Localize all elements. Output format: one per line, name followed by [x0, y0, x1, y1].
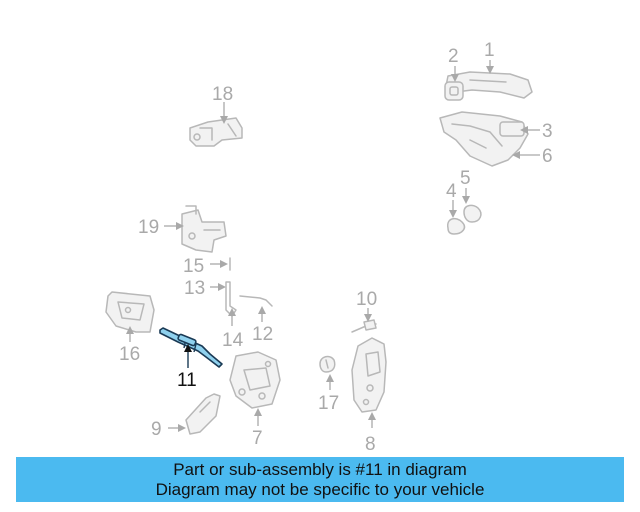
part-8-reinforcement: 8	[351, 337, 387, 455]
label-15: 15	[183, 256, 204, 277]
part-15-clip: 15	[183, 256, 231, 277]
label-3: 3	[542, 121, 553, 142]
label-2: 2	[448, 46, 459, 67]
label-14: 14	[222, 330, 244, 351]
part-7-latch: 7	[229, 351, 281, 449]
label-17: 17	[318, 393, 339, 414]
label-9: 9	[151, 419, 162, 440]
info-banner: Part or sub-assembly is #11 in diagram D…	[16, 457, 624, 502]
label-5: 5	[460, 168, 471, 189]
label-11: 11	[177, 370, 197, 391]
part-13-bellcrank: 13	[184, 278, 237, 317]
label-12: 12	[252, 324, 273, 345]
part-3-6-handle-housing: 3 6	[439, 111, 553, 167]
label-10: 10	[356, 289, 377, 310]
label-8: 8	[365, 434, 376, 455]
label-16: 16	[119, 344, 140, 365]
label-7: 7	[252, 428, 263, 449]
label-4: 4	[446, 181, 457, 202]
part-17-cap: 17	[318, 355, 339, 414]
part-18-hinge: 18	[189, 84, 243, 147]
part-16-inside-handle: 16	[105, 291, 155, 365]
label-1: 1	[484, 40, 495, 61]
label-18: 18	[212, 84, 233, 105]
part-14-rod-clip: 14	[222, 308, 244, 351]
part-2-bezel: 2	[444, 46, 464, 101]
part-12-rod: 12	[239, 295, 273, 345]
parts-diagram: 18 1 2 3 6 4 5	[105, 40, 553, 455]
label-6: 6	[542, 146, 553, 167]
part-9-bracket: 9	[151, 393, 221, 440]
part-19-hinge: 19	[138, 205, 227, 253]
part-10-bolt: 10	[351, 289, 377, 333]
label-13: 13	[184, 278, 205, 299]
part-11-cable: 11	[159, 327, 223, 391]
label-19: 19	[138, 217, 159, 238]
banner-line-2: Diagram may not be specific to your vehi…	[155, 479, 485, 499]
banner-line-1: Part or sub-assembly is #11 in diagram	[173, 459, 467, 479]
part-4-5-caps: 4 5	[446, 168, 482, 235]
